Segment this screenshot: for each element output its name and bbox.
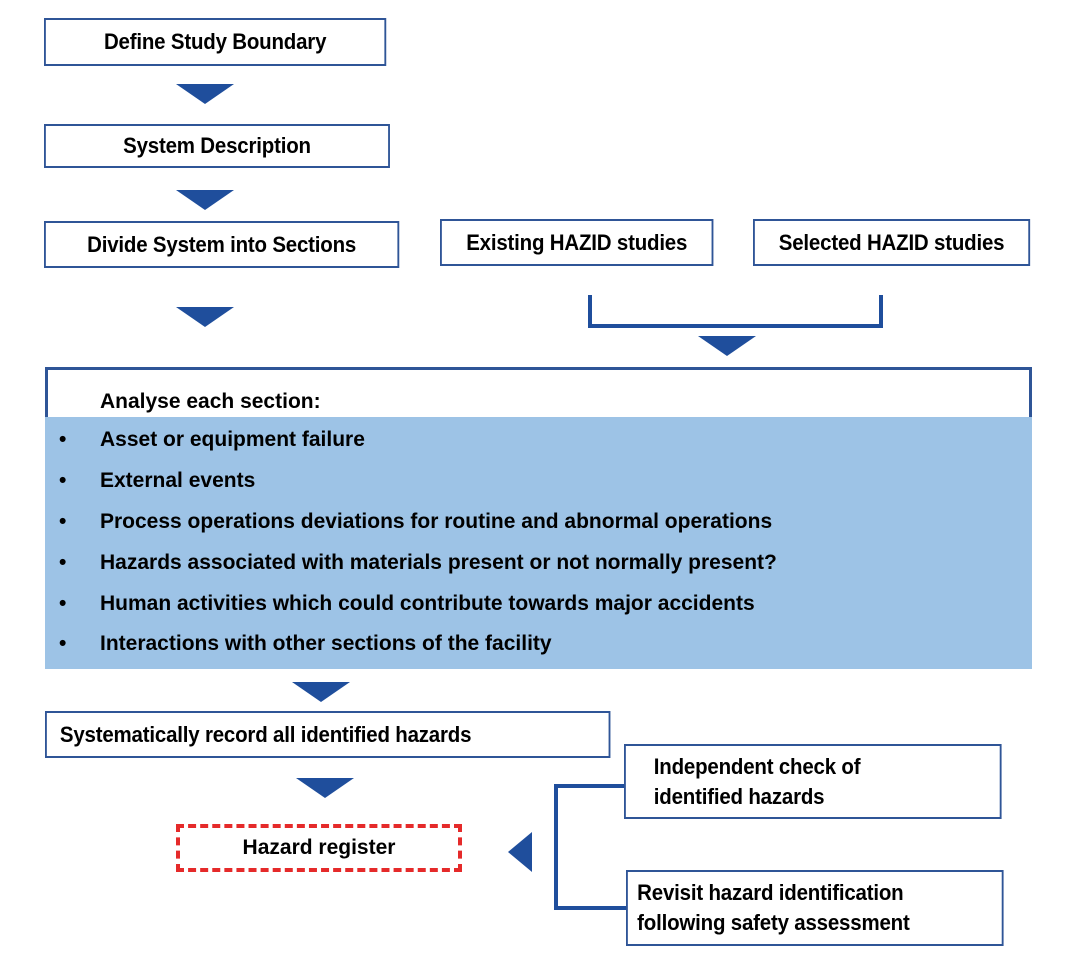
list-item-text: Human activities which could contribute … bbox=[100, 592, 755, 615]
selected-hazid-label: Selected HAZID studies bbox=[778, 229, 1005, 255]
analyse-list: • Asset or equipment failure • External … bbox=[45, 417, 1032, 669]
bracket-right-leg bbox=[879, 295, 883, 328]
arrow-down-icon bbox=[698, 336, 756, 356]
arrow-down-icon bbox=[176, 84, 234, 104]
list-item-text: Hazards associated with materials presen… bbox=[100, 551, 777, 574]
bullet-icon: • bbox=[59, 510, 67, 533]
divide-system-box: Divide System into Sections bbox=[44, 221, 400, 268]
define-study-boundary-label: Define Study Boundary bbox=[103, 29, 327, 54]
arrow-down-icon bbox=[296, 778, 354, 798]
hazard-register-box: Hazard register bbox=[176, 824, 462, 872]
feedback-top-line bbox=[554, 784, 626, 788]
independent-check-line1: Independent check of bbox=[653, 753, 861, 779]
define-study-boundary-box: Define Study Boundary bbox=[44, 18, 387, 66]
list-item-text: Asset or equipment failure bbox=[100, 428, 365, 451]
selected-hazid-box: Selected HAZID studies bbox=[753, 219, 1031, 266]
record-hazards-label: Systematically record all identified haz… bbox=[59, 721, 472, 747]
system-description-label: System Description bbox=[123, 133, 311, 158]
record-hazards-box: Systematically record all identified haz… bbox=[45, 711, 611, 758]
arrow-down-icon bbox=[292, 682, 350, 702]
analyse-section: Analyse each section: • Asset or equipme… bbox=[45, 367, 1032, 669]
list-item-text: External events bbox=[100, 469, 256, 492]
revisit-box: Revisit hazard identification following … bbox=[626, 870, 1004, 946]
bullet-icon: • bbox=[59, 428, 67, 451]
arrow-down-icon bbox=[176, 307, 234, 327]
bullet-icon: • bbox=[59, 551, 67, 574]
list-item-text: Interactions with other sections of the … bbox=[100, 632, 552, 655]
bullet-icon: • bbox=[59, 469, 67, 492]
bullet-icon: • bbox=[59, 592, 67, 615]
independent-check-line2: identified hazards bbox=[653, 783, 825, 809]
bracket-left-leg bbox=[588, 295, 592, 328]
bullet-icon: • bbox=[59, 632, 67, 655]
arrow-down-icon bbox=[176, 190, 234, 210]
existing-hazid-box: Existing HAZID studies bbox=[440, 219, 714, 266]
analyse-header: Analyse each section: bbox=[45, 367, 1032, 419]
arrow-left-icon bbox=[508, 832, 532, 872]
revisit-line1: Revisit hazard identification bbox=[637, 880, 904, 905]
feedback-vertical-line bbox=[554, 784, 558, 910]
hazard-register-label: Hazard register bbox=[242, 836, 396, 859]
system-description-box: System Description bbox=[44, 124, 390, 168]
divide-system-label: Divide System into Sections bbox=[87, 231, 357, 257]
list-item-text: Process operations deviations for routin… bbox=[100, 510, 773, 533]
feedback-bottom-line bbox=[554, 906, 626, 910]
analyse-title: Analyse each section: bbox=[100, 390, 321, 413]
existing-hazid-label: Existing HAZID studies bbox=[466, 229, 688, 255]
bracket-bottom bbox=[588, 324, 883, 328]
revisit-line2: following safety assessment bbox=[637, 910, 910, 935]
independent-check-box: Independent check of identified hazards bbox=[624, 744, 1002, 819]
